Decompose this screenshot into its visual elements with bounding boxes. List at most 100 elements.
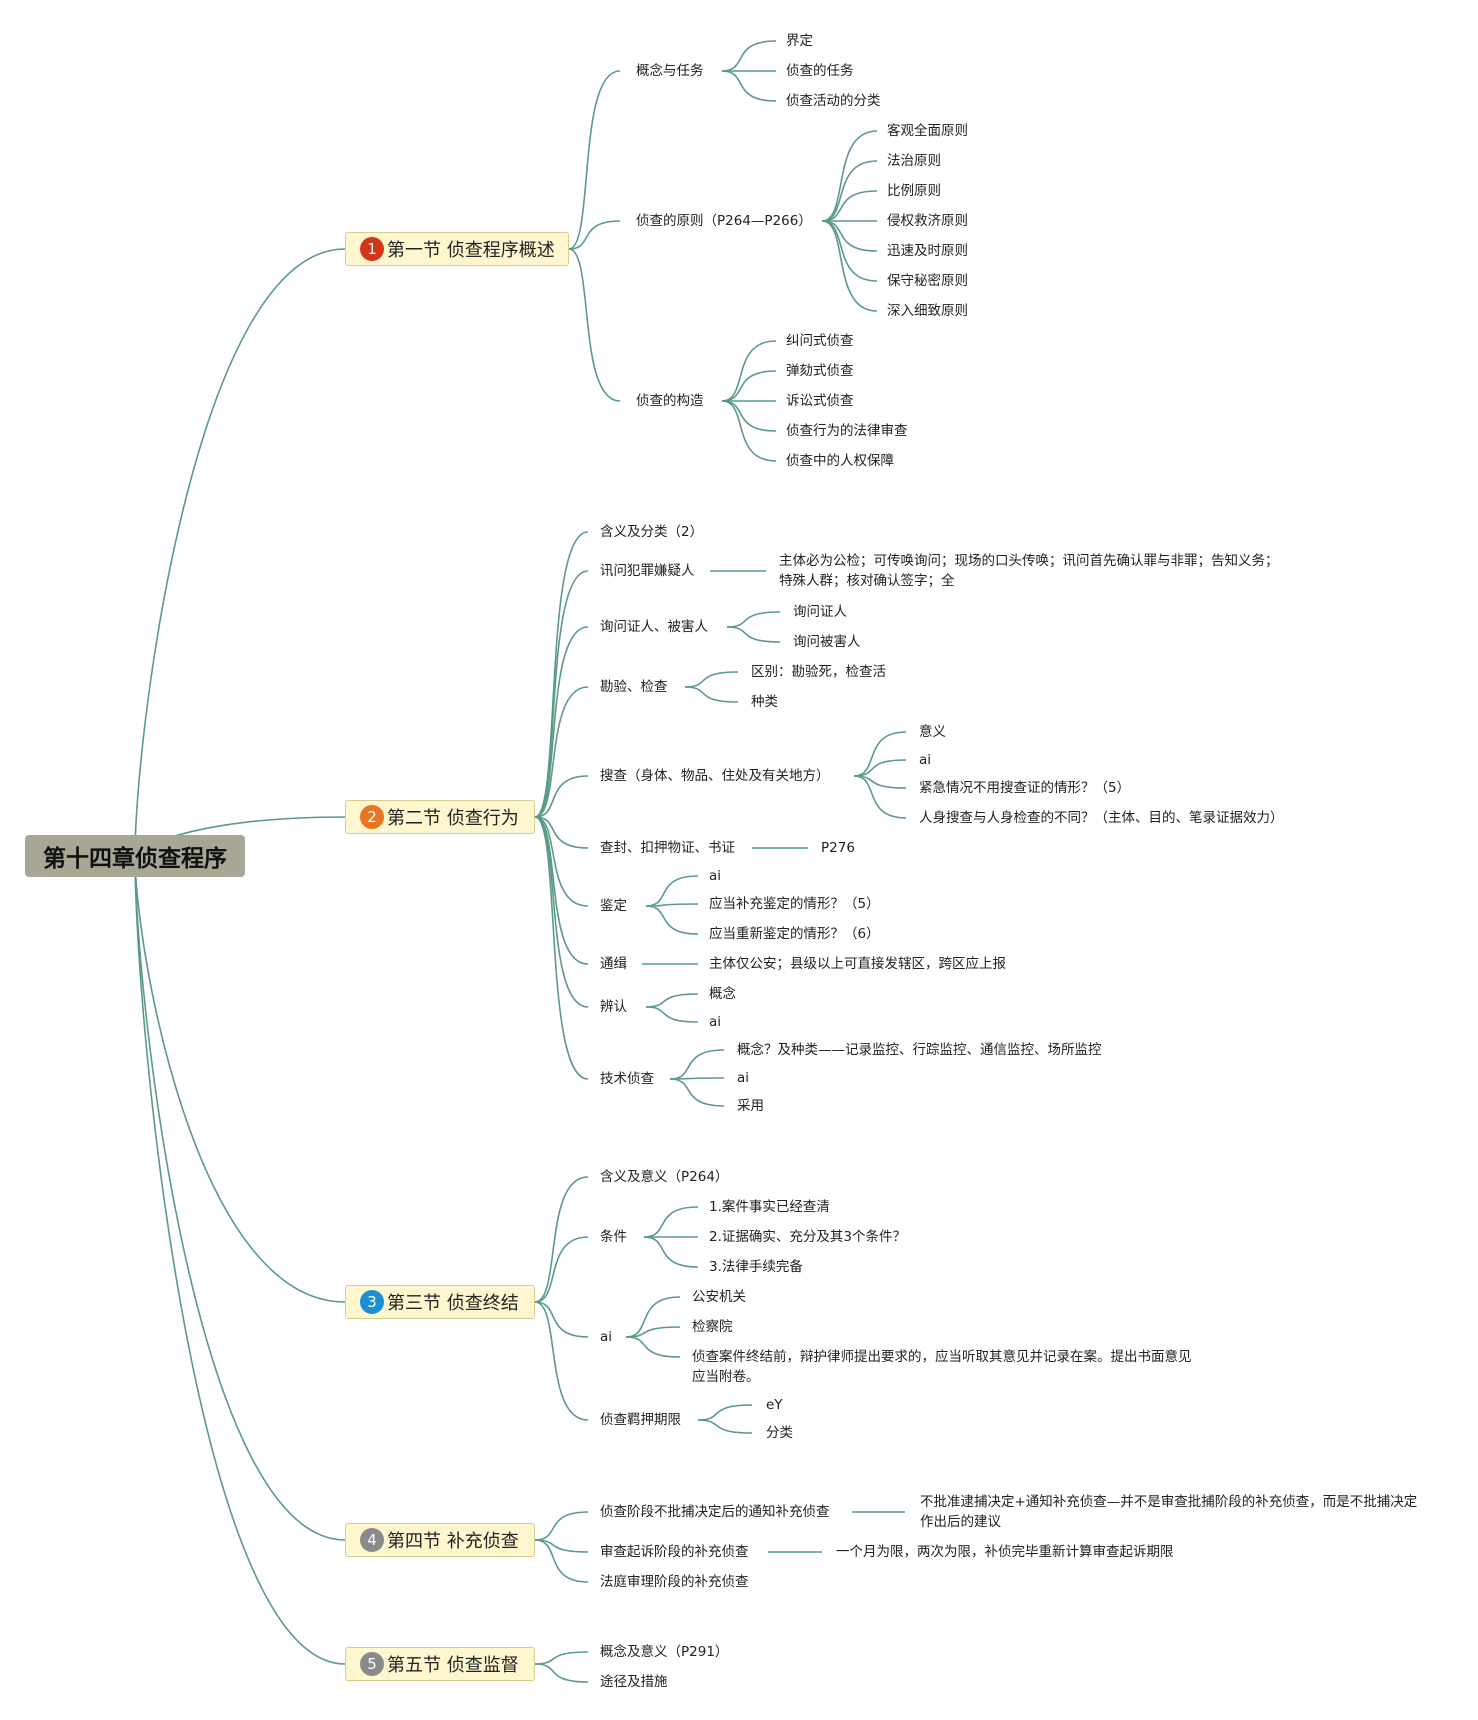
leaf-definition[interactable]: 界定 (786, 33, 813, 49)
leaf-principle[interactable]: 迅速及时原则 (887, 243, 968, 259)
topic-search[interactable]: 搜查（身体、物品、住处及有关地方） (600, 768, 830, 784)
connector-curve (721, 370, 777, 402)
leaf-principle[interactable]: 深入细致原则 (887, 303, 968, 319)
note-wanted[interactable]: 主体仅公安；县级以上可直接发辖区，跨区应上报 (709, 956, 1006, 972)
leaf-ai[interactable]: 检察院 (692, 1319, 733, 1335)
leaf-inquire[interactable]: 询问被害人 (793, 634, 861, 650)
leaf-tech[interactable]: 采用 (737, 1098, 764, 1114)
leaf-principle[interactable]: 客观全面原则 (887, 123, 968, 139)
root-topic[interactable]: 第十四章侦查程序 (25, 835, 245, 877)
leaf-identify[interactable]: ai (709, 1014, 722, 1030)
leaf-custody[interactable]: 分类 (766, 1425, 793, 1441)
leaf-structure[interactable]: 侦查中的人权保障 (786, 453, 894, 469)
note-seize[interactable]: P276 (821, 840, 855, 856)
topic-seize[interactable]: 查封、扣押物证、书证 (600, 840, 735, 856)
topic-inquire-witness[interactable]: 询问证人、被害人 (600, 619, 708, 635)
topic-interrogate-suspect[interactable]: 讯问犯罪嫌疑人 (600, 563, 695, 579)
connector-curve (568, 220, 621, 250)
section-2-number-badge: 2 (360, 805, 384, 829)
section-1-node[interactable]: 1 第一节 侦查程序概述 (345, 232, 569, 266)
leaf-search[interactable]: 紧急情况不用搜查证的情形？（5） (919, 780, 1131, 796)
leaf-condition[interactable]: 2.证据确实、充分及其3个条件？ (709, 1229, 906, 1245)
connector-curve (645, 875, 699, 907)
connector-curve (684, 671, 739, 688)
topic-supplementary-stage1[interactable]: 侦查阶段不批捕决定后的通知补充侦查 (600, 1504, 830, 1520)
leaf-structure[interactable]: 纠问式侦查 (786, 333, 854, 349)
leaf-inquire[interactable]: 询问证人 (793, 604, 847, 620)
topic-meaning-significance[interactable]: 含义及意义（P264） (600, 1169, 729, 1185)
topic-concept-task[interactable]: 概念与任务 (636, 63, 704, 79)
topic-supplementary-stage3[interactable]: 法庭审理阶段的补充侦查 (600, 1574, 749, 1590)
topic-technical-investigation[interactable]: 技术侦查 (600, 1071, 654, 1087)
leaf-identify[interactable]: 概念 (709, 986, 736, 1002)
leaf-condition[interactable]: 1.案件事实已经查清 (709, 1199, 830, 1215)
section-4-node[interactable]: 4 第四节 补充侦查 (345, 1523, 535, 1557)
leaf-inspect[interactable]: 种类 (751, 694, 778, 710)
section-3-node[interactable]: 3 第三节 侦查终结 (345, 1285, 535, 1319)
leaf-appraise[interactable]: 应当补充鉴定的情形？（5） (709, 896, 880, 912)
section-2-label: 第二节 侦查行为 (387, 808, 519, 829)
topic-custody-period[interactable]: 侦查羁押期限 (600, 1412, 681, 1428)
connector-curve (669, 1078, 725, 1107)
leaf-structure[interactable]: 诉讼式侦查 (786, 393, 854, 409)
topic-appraise[interactable]: 鉴定 (600, 898, 627, 914)
leaf-principle[interactable]: 侵权救济原则 (887, 213, 968, 229)
section-5-node[interactable]: 5 第五节 侦查监督 (345, 1647, 535, 1681)
topic-supervision-meaning[interactable]: 概念及意义（P291） (600, 1644, 729, 1660)
leaf-task[interactable]: 侦查的任务 (786, 63, 854, 79)
topic-inspect[interactable]: 勘验、检查 (600, 679, 668, 695)
leaf-search[interactable]: 人身搜查与人身检查的不同？（主体、目的、笔录证据效力） (919, 810, 1284, 826)
leaf-appraise[interactable]: 应当重新鉴定的情形？（6） (709, 926, 880, 942)
connector-curve (134, 855, 346, 1541)
leaf-structure[interactable]: 侦查行为的法律审查 (786, 423, 908, 439)
topic-identify[interactable]: 辨认 (600, 999, 627, 1015)
leaf-tech[interactable]: ai (737, 1070, 750, 1086)
connector-curve (669, 1077, 725, 1080)
note-interrogate[interactable]: 主体必为公检；可传唤询问；现场的口头传唤；讯问首先确认罪与非罪；告知义务；特殊人… (779, 553, 1279, 589)
connector-curve (534, 816, 589, 1008)
section-2-node[interactable]: 2 第二节 侦查行为 (345, 800, 535, 834)
topic-conditions[interactable]: 条件 (600, 1229, 627, 1245)
topic-meaning-classification[interactable]: 含义及分类（2） (600, 524, 704, 540)
leaf-search[interactable]: 意义 (919, 724, 946, 740)
topic-supervision-means[interactable]: 途径及措施 (600, 1674, 668, 1690)
connector-curve (534, 1236, 589, 1303)
topic-wanted[interactable]: 通缉 (600, 956, 627, 972)
leaf-ai[interactable]: 公安机关 (692, 1289, 746, 1305)
topic-supplementary-stage2[interactable]: 审查起诉阶段的补充侦查 (600, 1544, 749, 1560)
connector-curve (721, 340, 777, 402)
connector-curve (721, 400, 777, 432)
leaf-appraise[interactable]: ai (709, 868, 722, 884)
note-stage2[interactable]: 一个月为限，两次为限，补侦完毕重新计算审查起诉期限 (836, 1544, 1174, 1560)
connector-curve (643, 1236, 699, 1268)
leaf-principle[interactable]: 比例原则 (887, 183, 941, 199)
topic-ai[interactable]: ai (600, 1329, 613, 1345)
connector-curve (534, 1651, 589, 1665)
section-4-label: 第四节 补充侦查 (387, 1531, 519, 1552)
connector-curve (568, 70, 621, 250)
topic-principles[interactable]: 侦查的原则（P264—P266） (636, 213, 812, 229)
connector-curve (821, 160, 878, 222)
connector-curve (853, 731, 907, 777)
section-5-number-badge: 5 (360, 1652, 384, 1676)
connector-curve (697, 1419, 753, 1434)
leaf-structure[interactable]: 弹劾式侦查 (786, 363, 854, 379)
connector-curve (669, 1049, 725, 1080)
leaf-tech[interactable]: 概念？及种类——记录监控、行踪监控、通信监控、场所监控 (737, 1042, 1102, 1058)
connector-curve (625, 1296, 681, 1338)
root-label: 第十四章侦查程序 (43, 846, 227, 872)
leaf-custody[interactable]: eY (766, 1397, 783, 1413)
leaf-classification[interactable]: 侦查活动的分类 (786, 93, 881, 109)
note-stage1[interactable]: 不批准逮捕决定+通知补充侦查—并不是审查批捕阶段的补充侦查，而是不批捕决定作出后… (920, 1494, 1418, 1530)
leaf-ai-note[interactable]: 侦查案件终结前，辩护律师提出要求的，应当听取其意见并记录在案。提出书面意见应当附… (692, 1349, 1192, 1385)
connector-curve (534, 1539, 589, 1583)
connector-curve (534, 1176, 589, 1303)
leaf-inspect[interactable]: 区别：勘验死，检查活 (751, 664, 886, 680)
leaf-condition[interactable]: 3.法律手续完备 (709, 1259, 803, 1275)
connector-curve (134, 248, 346, 857)
leaf-principle[interactable]: 保守秘密原则 (887, 273, 968, 289)
topic-structure[interactable]: 侦查的构造 (636, 393, 704, 409)
leaf-search[interactable]: ai (919, 752, 932, 768)
leaf-principle[interactable]: 法治原则 (887, 153, 941, 169)
section-3-number-badge: 3 (360, 1290, 384, 1314)
